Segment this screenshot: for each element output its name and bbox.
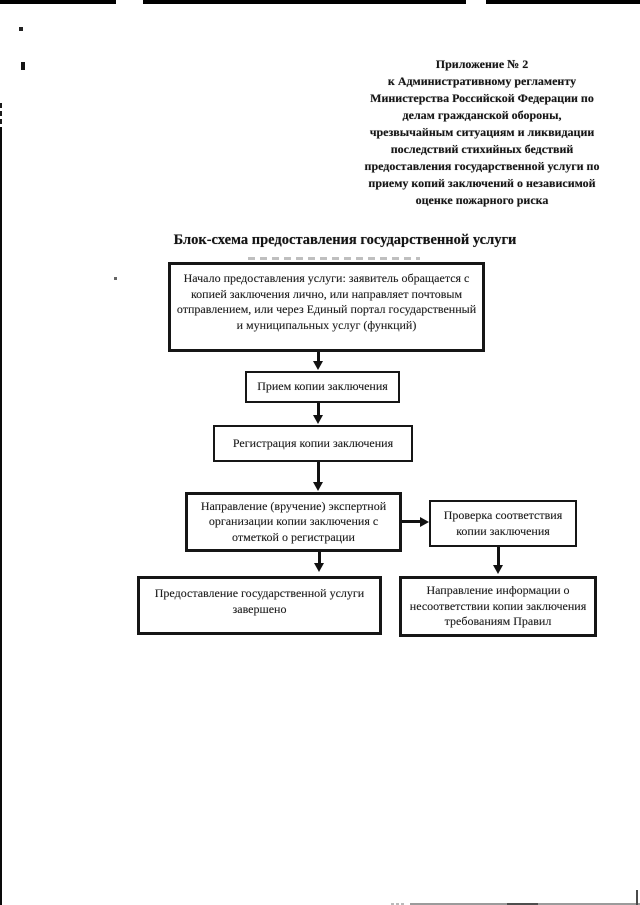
arrow-start-to-accept <box>317 352 320 362</box>
flow-node-check-compliance: Проверка соответствия копии заключения <box>429 500 577 547</box>
scan-artifact-top-bar-gap <box>116 0 143 4</box>
scan-artifact-speck <box>21 62 25 70</box>
scan-artifact-top-bar-gap <box>466 0 486 4</box>
arrow-send-to-check <box>402 520 421 523</box>
scan-artifact-left-dash <box>0 103 2 108</box>
scan-artifact-left-edge-line <box>0 127 2 905</box>
arrow-check-to-notice <box>497 547 500 566</box>
flow-node-accept-copy: Прием копии заключения <box>245 371 400 403</box>
scan-artifact-smudge <box>248 257 420 260</box>
scan-artifact-speck <box>19 27 23 31</box>
flow-node-register-copy: Регистрация копии заключения <box>213 425 413 462</box>
scan-artifact-bottom-dashes <box>391 903 404 905</box>
flow-node-noncompliance-notice: Направление информации о несоответствии … <box>399 576 597 637</box>
arrow-send-to-completed <box>318 552 321 564</box>
arrow-accept-to-register <box>317 403 320 415</box>
appendix-header: Приложение № 2 к Административному регла… <box>364 57 600 207</box>
scan-artifact-top-bar <box>0 0 640 4</box>
scan-artifact-left-dash <box>0 119 2 124</box>
page-title: Блок-схема предоставления государственно… <box>173 232 517 248</box>
arrowhead-down-icon <box>313 361 323 370</box>
arrowhead-right-icon <box>420 516 429 527</box>
scan-artifact-right-edge-mark <box>636 890 638 905</box>
scan-artifact-left-dash <box>0 111 2 116</box>
arrowhead-down-icon <box>493 565 503 574</box>
arrow-register-to-send <box>317 462 320 482</box>
flow-node-start: Начало предоставления услуги: заявитель … <box>168 262 485 352</box>
scan-artifact-bottom-dark-segment <box>507 903 538 905</box>
scan-artifact-speck <box>114 277 117 280</box>
arrowhead-down-icon <box>313 482 323 491</box>
arrowhead-down-icon <box>314 563 324 572</box>
flow-node-send-to-expert-org: Направление (вручение) экспертной органи… <box>185 492 402 552</box>
arrowhead-down-icon <box>313 415 323 424</box>
flow-node-service-completed: Предоставление государственной услуги за… <box>137 576 382 635</box>
